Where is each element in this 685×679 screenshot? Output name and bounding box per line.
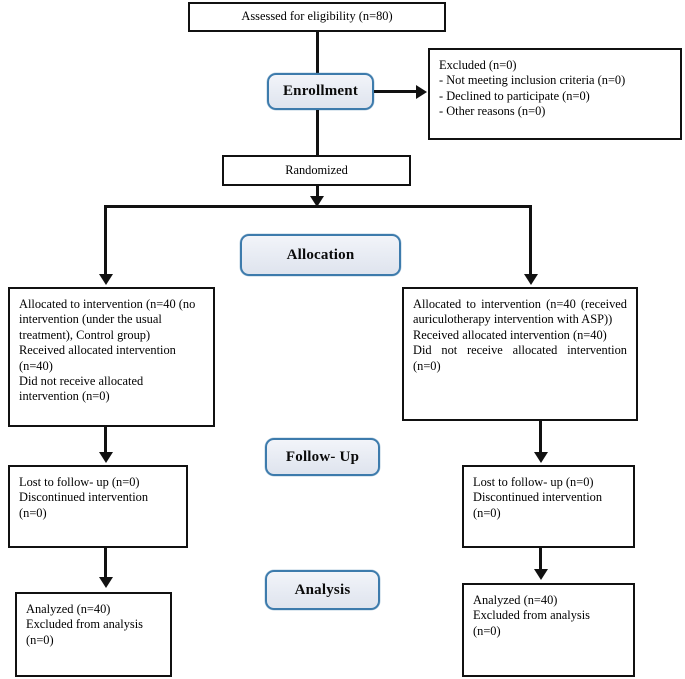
randomized-label: Randomized (285, 162, 348, 177)
connector-allocated-right-to-followup (539, 421, 542, 454)
randomized-box: Randomized (222, 155, 411, 186)
allocated-right-label: Allocated to intervention (n=40 (receive… (413, 297, 627, 373)
allocated-right-box: Allocated to intervention (n=40 (receive… (402, 287, 638, 421)
stage-analysis-text: Analysis (294, 581, 351, 598)
arrowhead-enrollment-to-excluded (416, 84, 427, 99)
connector-assessed-to-enrollment (316, 32, 319, 73)
stage-label-analysis: Analysis (265, 570, 380, 610)
connector-enrollment-to-excluded (374, 90, 416, 93)
arrowhead-split-left (98, 274, 113, 285)
arrowhead-randomized-stem (310, 196, 324, 207)
followup-left-box: Lost to follow- up (n=0) Discontinued in… (8, 465, 188, 548)
analysis-right-label: Analyzed (n=40) Excluded from analysis (… (473, 593, 590, 638)
connector-enrollment-to-randomized (316, 110, 319, 155)
arrowhead-followup-right-to-analysis (533, 569, 548, 580)
analysis-left-label: Analyzed (n=40) Excluded from analysis (… (26, 602, 143, 647)
stage-label-follow-up: Follow- Up (265, 438, 380, 476)
allocated-left-label: Allocated to intervention (n=40 (no inte… (19, 297, 196, 404)
connector-split-right-branch (529, 205, 532, 277)
connector-followup-left-to-analysis (104, 548, 107, 579)
connector-split-left-branch (104, 205, 107, 277)
assessed-for-eligibility-box: Assessed for eligibility (n=80) (188, 2, 446, 32)
stage-label-enrollment: Enrollment (267, 73, 374, 110)
analysis-right-box: Analyzed (n=40) Excluded from analysis (… (462, 583, 635, 677)
followup-right-box: Lost to follow- up (n=0) Discontinued in… (462, 465, 635, 548)
stage-allocation-text: Allocation (286, 246, 355, 263)
stage-enrollment-text: Enrollment (282, 83, 359, 99)
allocated-left-box: Allocated to intervention (n=40 (no inte… (8, 287, 215, 427)
assessed-for-eligibility-label: Assessed for eligibility (n=80) (241, 9, 393, 24)
arrowhead-allocated-left-to-followup (98, 452, 113, 463)
arrowhead-split-right (523, 274, 538, 285)
arrowhead-followup-left-to-analysis (98, 577, 113, 588)
stage-label-allocation: Allocation (240, 234, 401, 276)
stage-follow-up-text: Follow- Up (285, 448, 360, 465)
connector-allocated-left-to-followup (104, 427, 107, 454)
connector-followup-right-to-analysis (539, 548, 542, 571)
connector-randomized-stem (316, 186, 319, 200)
followup-right-label: Lost to follow- up (n=0) Discontinued in… (473, 475, 603, 520)
analysis-left-box: Analyzed (n=40) Excluded from analysis (… (15, 592, 172, 677)
connector-split-horizontal (104, 205, 532, 208)
excluded-label: Excluded (n=0) - Not meeting inclusion c… (439, 58, 626, 119)
excluded-box: Excluded (n=0) - Not meeting inclusion c… (428, 48, 682, 140)
followup-left-label: Lost to follow- up (n=0) Discontinued in… (19, 475, 149, 520)
arrowhead-allocated-right-to-followup (533, 452, 548, 463)
